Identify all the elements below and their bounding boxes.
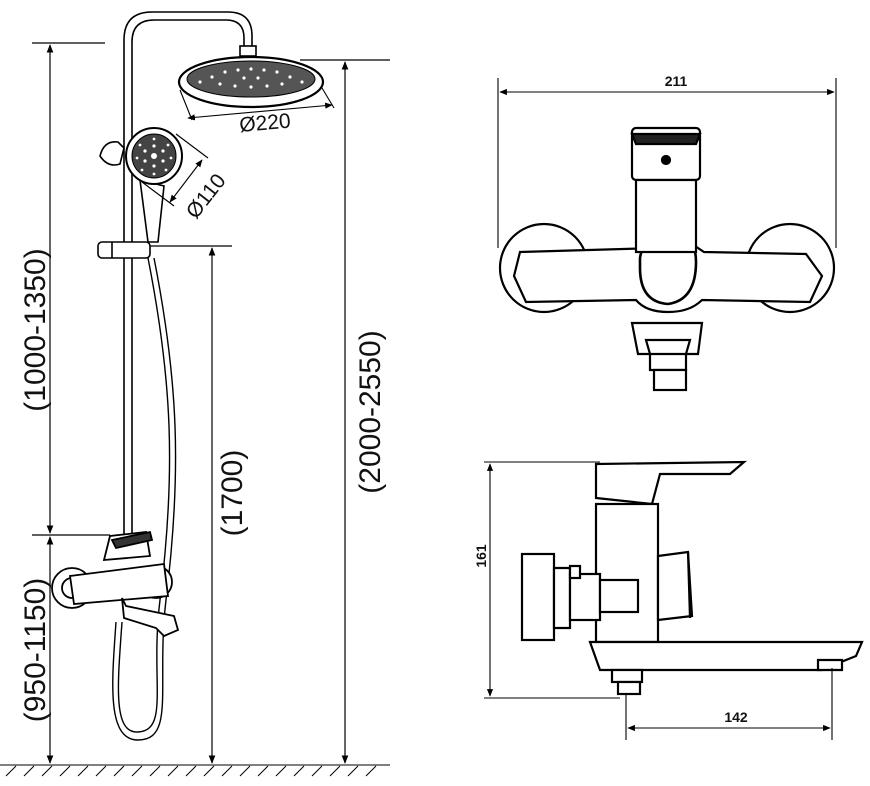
slide-bracket	[97, 241, 151, 259]
side-view-mixer	[520, 460, 864, 696]
side-height-dim	[484, 461, 620, 699]
side-height-label: 161	[473, 544, 489, 568]
spout-length-label: 142	[724, 709, 748, 725]
top-view-mixer	[498, 126, 836, 392]
total-height-label: (2000-2550)	[354, 330, 387, 493]
overhead-shower-head	[177, 55, 325, 109]
hand-diameter-dim	[141, 133, 209, 207]
head-diameter-label: Ø220	[238, 110, 291, 137]
top-width-label: 211	[665, 73, 688, 89]
upper-range-label: (1000-1350)	[19, 248, 52, 411]
dimension-lines-left	[32, 42, 390, 764]
floor-hatch	[0, 764, 390, 777]
spout-length-dim	[625, 668, 833, 740]
head-diameter-dim	[179, 87, 335, 121]
top-width-dim	[497, 78, 837, 248]
column-mixer	[51, 530, 180, 638]
slider-height-label: (1700)	[216, 450, 249, 537]
lower-range-label: (950-1150)	[19, 578, 52, 723]
hand-shower	[99, 127, 183, 243]
shower-hose	[112, 257, 177, 741]
